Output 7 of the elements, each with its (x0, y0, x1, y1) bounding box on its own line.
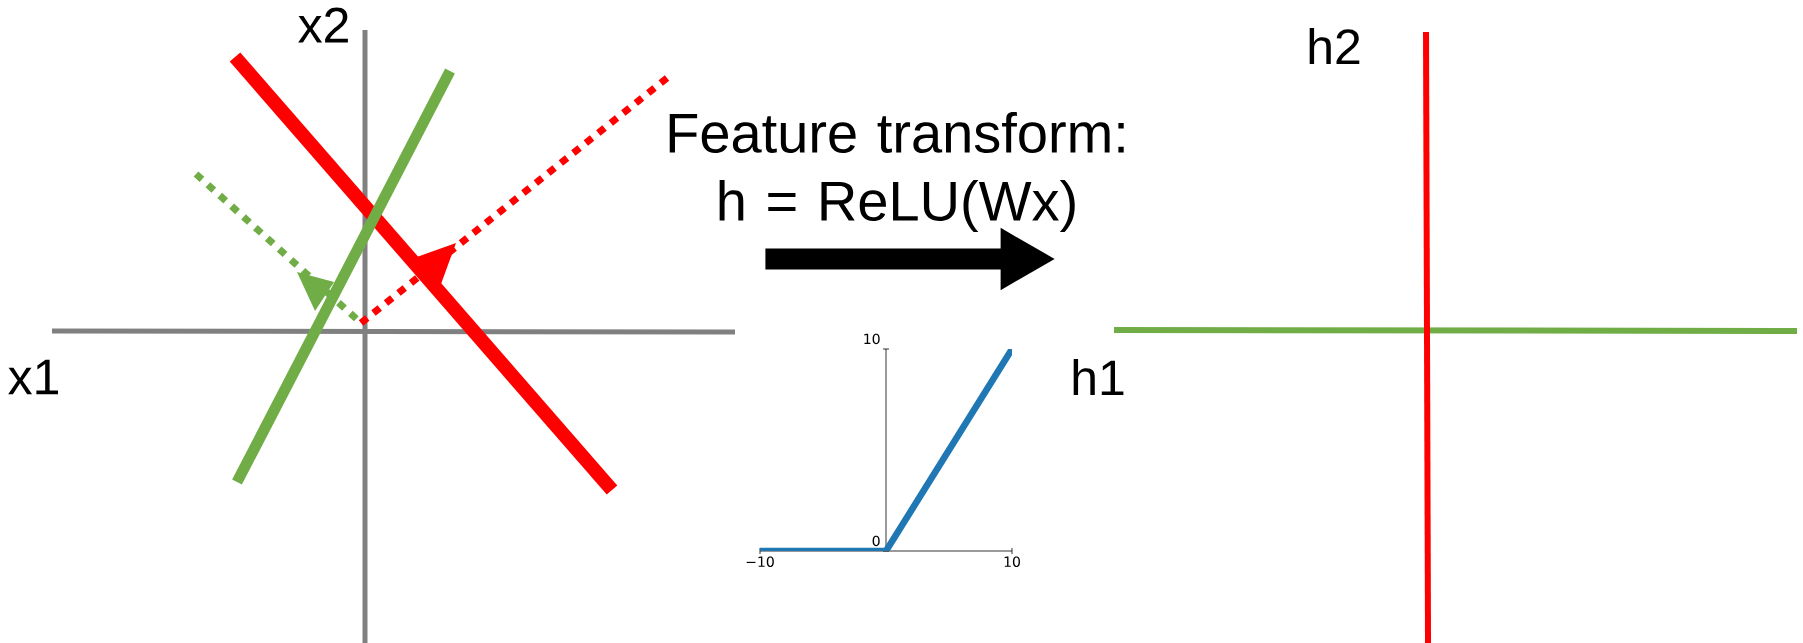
axis-label: h1 (1073, 358, 1124, 396)
y-tick-label: 0 (872, 535, 880, 547)
axis-label: x1 (8, 359, 58, 395)
edge-label: Feature transform: h = ReLU(Wx) (669, 111, 1124, 233)
x-tick-label: −10 (746, 556, 774, 567)
axis-label: h2 (1309, 27, 1360, 65)
axis-label: x2 (298, 7, 348, 43)
